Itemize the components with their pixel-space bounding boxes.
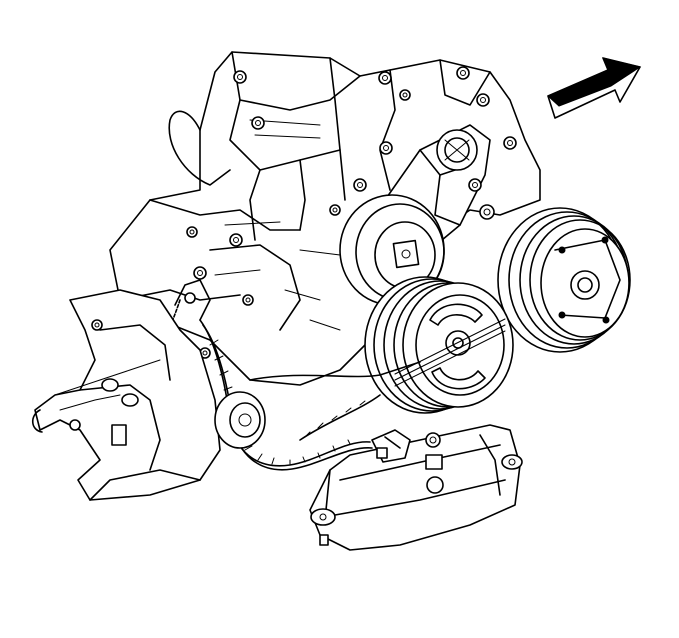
starter-motor bbox=[31, 289, 266, 501]
oil-pan bbox=[309, 424, 523, 551]
engine-block bbox=[109, 51, 541, 386]
crankshaft-sensor bbox=[371, 429, 411, 463]
crankshaft-pulley bbox=[364, 276, 514, 414]
ac-compressor-pulley bbox=[497, 207, 631, 353]
arrow-icon bbox=[547, 57, 642, 119]
